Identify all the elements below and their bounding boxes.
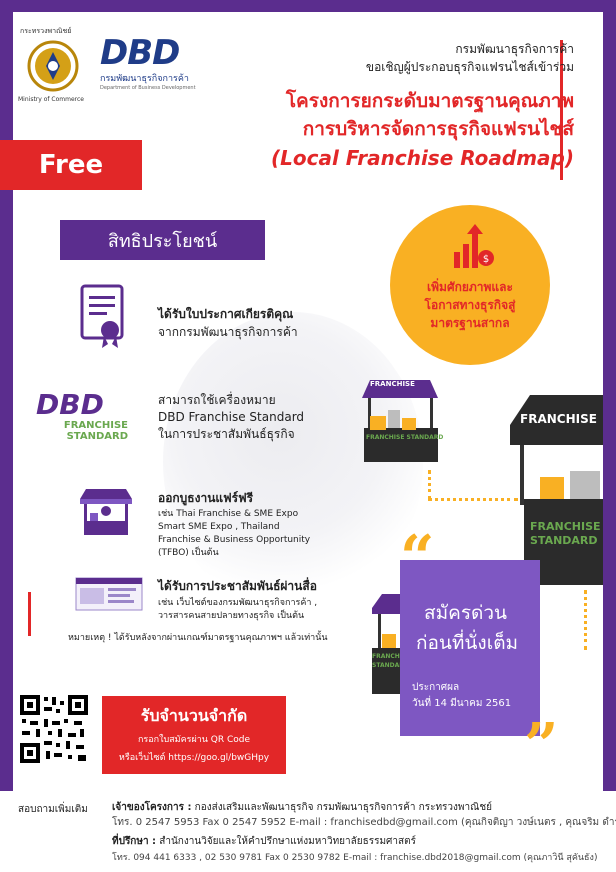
advisor-text: สำนักงานวิจัยและให้คำปรึกษาแห่งมหาวิทยาล… — [159, 836, 416, 847]
advisor-line: ที่ปรึกษา : สำนักงานวิจัยและให้คำปรึกษาแ… — [112, 834, 416, 849]
dbd-logo-english: Department of Business Development — [100, 85, 196, 91]
quote-open-icon: “ — [400, 523, 435, 593]
booth-small-standard: FRANCHISE STANDARD — [366, 434, 444, 441]
limited-line-2[interactable]: หรือเว็บไซต์ https://goo.gl/bwGHpy — [118, 753, 270, 763]
circle-line-1: เพิ่มศักยภาพและ — [427, 280, 513, 294]
owner-label: เจ้าของโครงการ : — [112, 802, 192, 813]
benefits-header: สิทธิประโยชน์ — [60, 220, 265, 260]
franchise-booth-small — [362, 380, 438, 462]
owner-contact: โทร. 0 2547 5953 Fax 0 2547 5952 E-mail … — [112, 817, 616, 828]
invite-text: ขอเชิญผู้ประกอบธุรกิจแฟรนไชส์เข้าร่วม — [365, 60, 574, 74]
dbd-logo: DBD กรมพัฒนาธุรกิจการค้า Department of B… — [100, 35, 210, 95]
limited-line-1: กรอกใบสมัครผ่าน QR Code — [137, 735, 251, 745]
dbd-std-line2: STANDARD — [66, 431, 128, 442]
benefit-4-detail-2: วารสารคนสายปลายทางธุรกิจ เป็นต้น — [158, 611, 305, 621]
benefit-2-sub2: ในการประชาสัมพันธ์ธุรกิจ — [158, 427, 295, 441]
benefits-note: หมายเหตุ ! ได้รับหลังจากผ่านเกณฑ์มาตรฐาน… — [68, 633, 328, 643]
booth-icon — [80, 489, 132, 535]
benefit-4-detail-1: เช่น เว็บไซต์ของกรมพัฒนาธุรกิจการค้า , — [158, 598, 318, 608]
dbd-std-line1: FRANCHISE — [63, 420, 128, 431]
benefit-2-sub: DBD Franchise Standard — [158, 410, 305, 424]
circle-text: เพิ่มศักยภาพและ โอกาสทางธุรกิจสู่ มาตรฐา… — [390, 278, 550, 332]
dotted-connector-right — [584, 590, 587, 650]
booth-small-sign: FRANCHISE — [370, 380, 415, 388]
apply-line-2: ก่อนที่นั่งเต็ม — [416, 632, 519, 654]
advisor-label: ที่ปรึกษา : — [112, 836, 157, 847]
circle-line-2: โอกาสทางธุรกิจสู่ — [424, 298, 516, 312]
qr-code[interactable] — [18, 693, 90, 765]
benefit-3-detail-3: Franchise & Business Opportunity — [158, 535, 311, 545]
moc-logo-english: Ministry of Commerce — [18, 96, 84, 103]
growth-chart-icon: $ — [454, 224, 494, 268]
owner-line: เจ้าของโครงการ : กองส่งเสริมและพัฒนาธุรก… — [112, 800, 492, 815]
project-title-line2: การบริหารจัดการธุรกิจแฟรนไชส์ — [302, 118, 574, 140]
benefit-4-title: ได้รับการประชาสัมพันธ์ผ่านสื่อ — [158, 579, 317, 593]
ministry-of-commerce-logo — [27, 40, 79, 92]
announce-label: ประกาศผล — [412, 682, 460, 693]
benefit-1-title: ได้รับใบประกาศเกียรติคุณ — [158, 307, 294, 321]
apply-box — [400, 560, 540, 736]
dotted-connector-v — [428, 470, 431, 500]
booth-large-standard: FRANCHISE STANDARD — [530, 520, 601, 547]
benefit-2-title: สามารถใช้เครื่องหมาย — [158, 393, 276, 407]
benefit-1-sub: จากกรมพัฒนาธุรกิจการค้า — [158, 325, 298, 339]
svg-text:$: $ — [483, 254, 489, 265]
media-icon — [75, 577, 143, 611]
benefit-3-detail-4: (TFBO) เป็นต้น — [158, 548, 219, 558]
apply-line-1: สมัครด่วน — [424, 602, 508, 624]
benefit-3-detail-2: Smart SME Expo , Thailand — [158, 522, 280, 532]
dbd-std-brand: DBD — [36, 388, 104, 421]
limited-seats-box: รับจำนวนจำกัด กรอกใบสมัครผ่าน QR Code หร… — [102, 696, 286, 774]
contact-label: สอบถามเพิ่มเติม — [18, 804, 88, 815]
dbd-logo-brand: DBD — [100, 33, 180, 73]
org-name: กรมพัฒนาธุรกิจการค้า — [455, 42, 574, 56]
footer — [0, 791, 616, 872]
certificate-icon — [80, 284, 124, 348]
announce-date: วันที่ 14 มีนาคม 2561 — [412, 698, 512, 709]
booth-large-sign: FRANCHISE — [520, 412, 597, 426]
benefit-3-detail-1: เช่น Thai Franchise & SME Expo — [158, 509, 299, 519]
header-accent-line — [560, 40, 563, 180]
owner-text: กองส่งเสริมและพัฒนาธุรกิจ กรมพัฒนาธุรกิจ… — [194, 802, 493, 813]
advisor-contact: โทร. 094 441 6333 , 02 530 9781 Fax 0 25… — [112, 853, 598, 863]
free-badge: Free — [0, 140, 142, 190]
dotted-connector-h — [428, 498, 518, 501]
dbd-logo-thai: กรมพัฒนาธุรกิจการค้า — [100, 74, 189, 84]
quote-close-icon: ” — [524, 711, 559, 781]
benefits-frame-spacer — [28, 255, 31, 595]
benefits-frame-bottom-line — [28, 592, 31, 636]
project-title-line1: โครงการยกระดับมาตรฐานคุณภาพ — [285, 90, 574, 112]
benefit-3-title: ออกบูธงานแฟร์ฟรี — [158, 491, 254, 505]
booth-left-standard: FRANCHISE STANDARD — [372, 653, 411, 669]
project-title-english: (Local Franchise Roadmap) — [271, 146, 574, 170]
moc-logo-thai: กระทรวงพาณิชย์ — [20, 27, 72, 35]
dbd-franchise-standard-icon: DBD FRANCHISE STANDARD — [36, 390, 132, 450]
limited-title: รับจำนวนจำกัด — [140, 706, 248, 725]
circle-line-3: มาตรฐานสากล — [430, 316, 510, 330]
